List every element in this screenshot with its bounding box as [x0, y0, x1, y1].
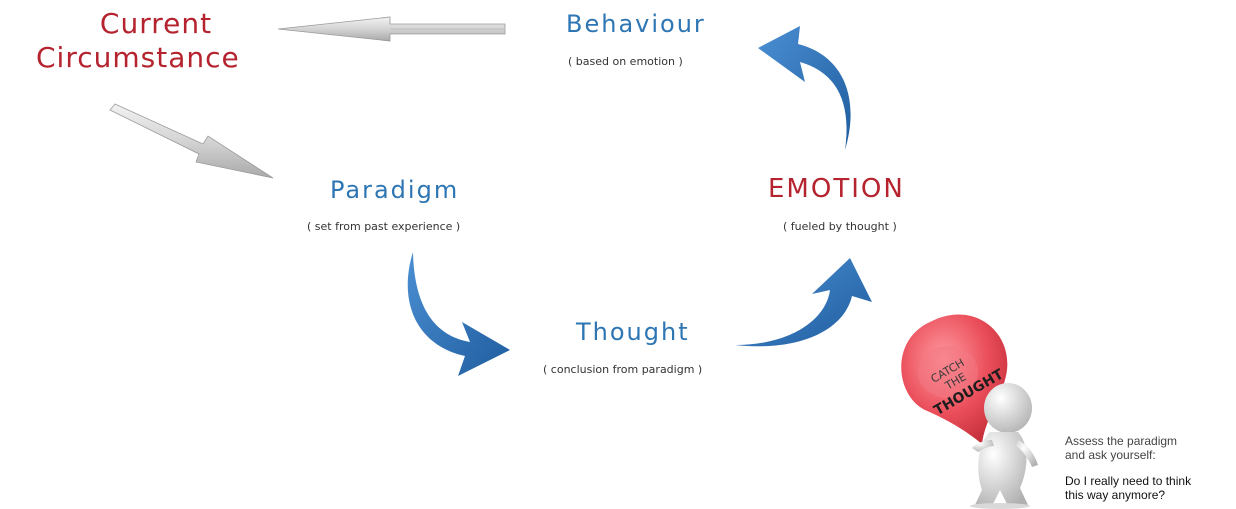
thought-subtitle: ( conclusion from paradigm ) [543, 363, 703, 376]
curved-blue-arrow-icon [407, 252, 510, 376]
paradigm-subtitle: ( set from past experience ) [307, 220, 461, 233]
silver-arrow-icon [109, 103, 274, 179]
note-question-line-2: this way anymore? [1065, 488, 1166, 502]
behaviour-subtitle: ( based on emotion ) [568, 55, 683, 68]
curved-blue-arrow-icon [758, 26, 851, 150]
paradigm-title: Paradigm [330, 176, 460, 204]
emotion-subtitle: ( fueled by thought ) [783, 220, 897, 233]
note-question-line-1: Do I really need to think [1065, 474, 1192, 488]
note-line-2: and ask yourself: [1065, 448, 1156, 462]
3d-person-icon [970, 383, 1038, 509]
note-line-1: Assess the paradigm [1065, 434, 1178, 448]
emotion-title: EMOTION [768, 174, 905, 204]
current-circumstance-line-2: Circumstance [36, 41, 240, 74]
thought-title: Thought [576, 318, 690, 346]
curved-blue-arrow-icon [735, 258, 872, 347]
silver-arrow-icon [277, 16, 506, 42]
current-circumstance-line-1: Current [99, 7, 213, 40]
behaviour-title: Behaviour [566, 10, 706, 38]
